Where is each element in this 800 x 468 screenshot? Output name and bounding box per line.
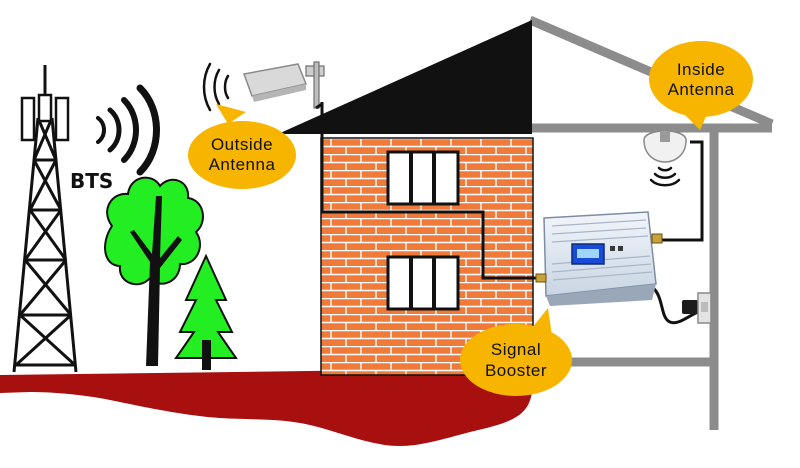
inside-antenna-signal-icon [649,166,681,187]
tree-pine [174,253,238,370]
window-upper [386,150,460,206]
ground [0,368,540,446]
signal-booster-label-line1: Signal [491,340,541,359]
inside-antenna-label-line2: Antenna [668,80,735,99]
signal-booster-device [535,211,663,306]
inside-antenna-label-line1: Inside [677,60,725,79]
inside-antenna [643,130,687,163]
tree-deciduous [104,176,204,366]
bts-panel-antennas [20,93,70,142]
bts-signal-waves-icon [96,84,160,176]
power-adapter [682,292,712,324]
callout-signal-booster: Signal Booster [460,308,572,396]
outside-antenna-label-line1: Outside [211,135,273,154]
outside-antenna [242,61,325,110]
outside-antenna-label-line2: Antenna [209,155,276,174]
window-lower [386,255,460,311]
roof [278,20,532,134]
outside-antenna-signal-icon [202,62,230,112]
bts-label: BTS [70,169,113,193]
callout-inside-antenna: Inside Antenna [649,41,753,130]
cables [320,102,705,325]
signal-booster-label-line2: Booster [485,361,547,380]
callout-outside-antenna: Outside Antenna [188,104,296,189]
